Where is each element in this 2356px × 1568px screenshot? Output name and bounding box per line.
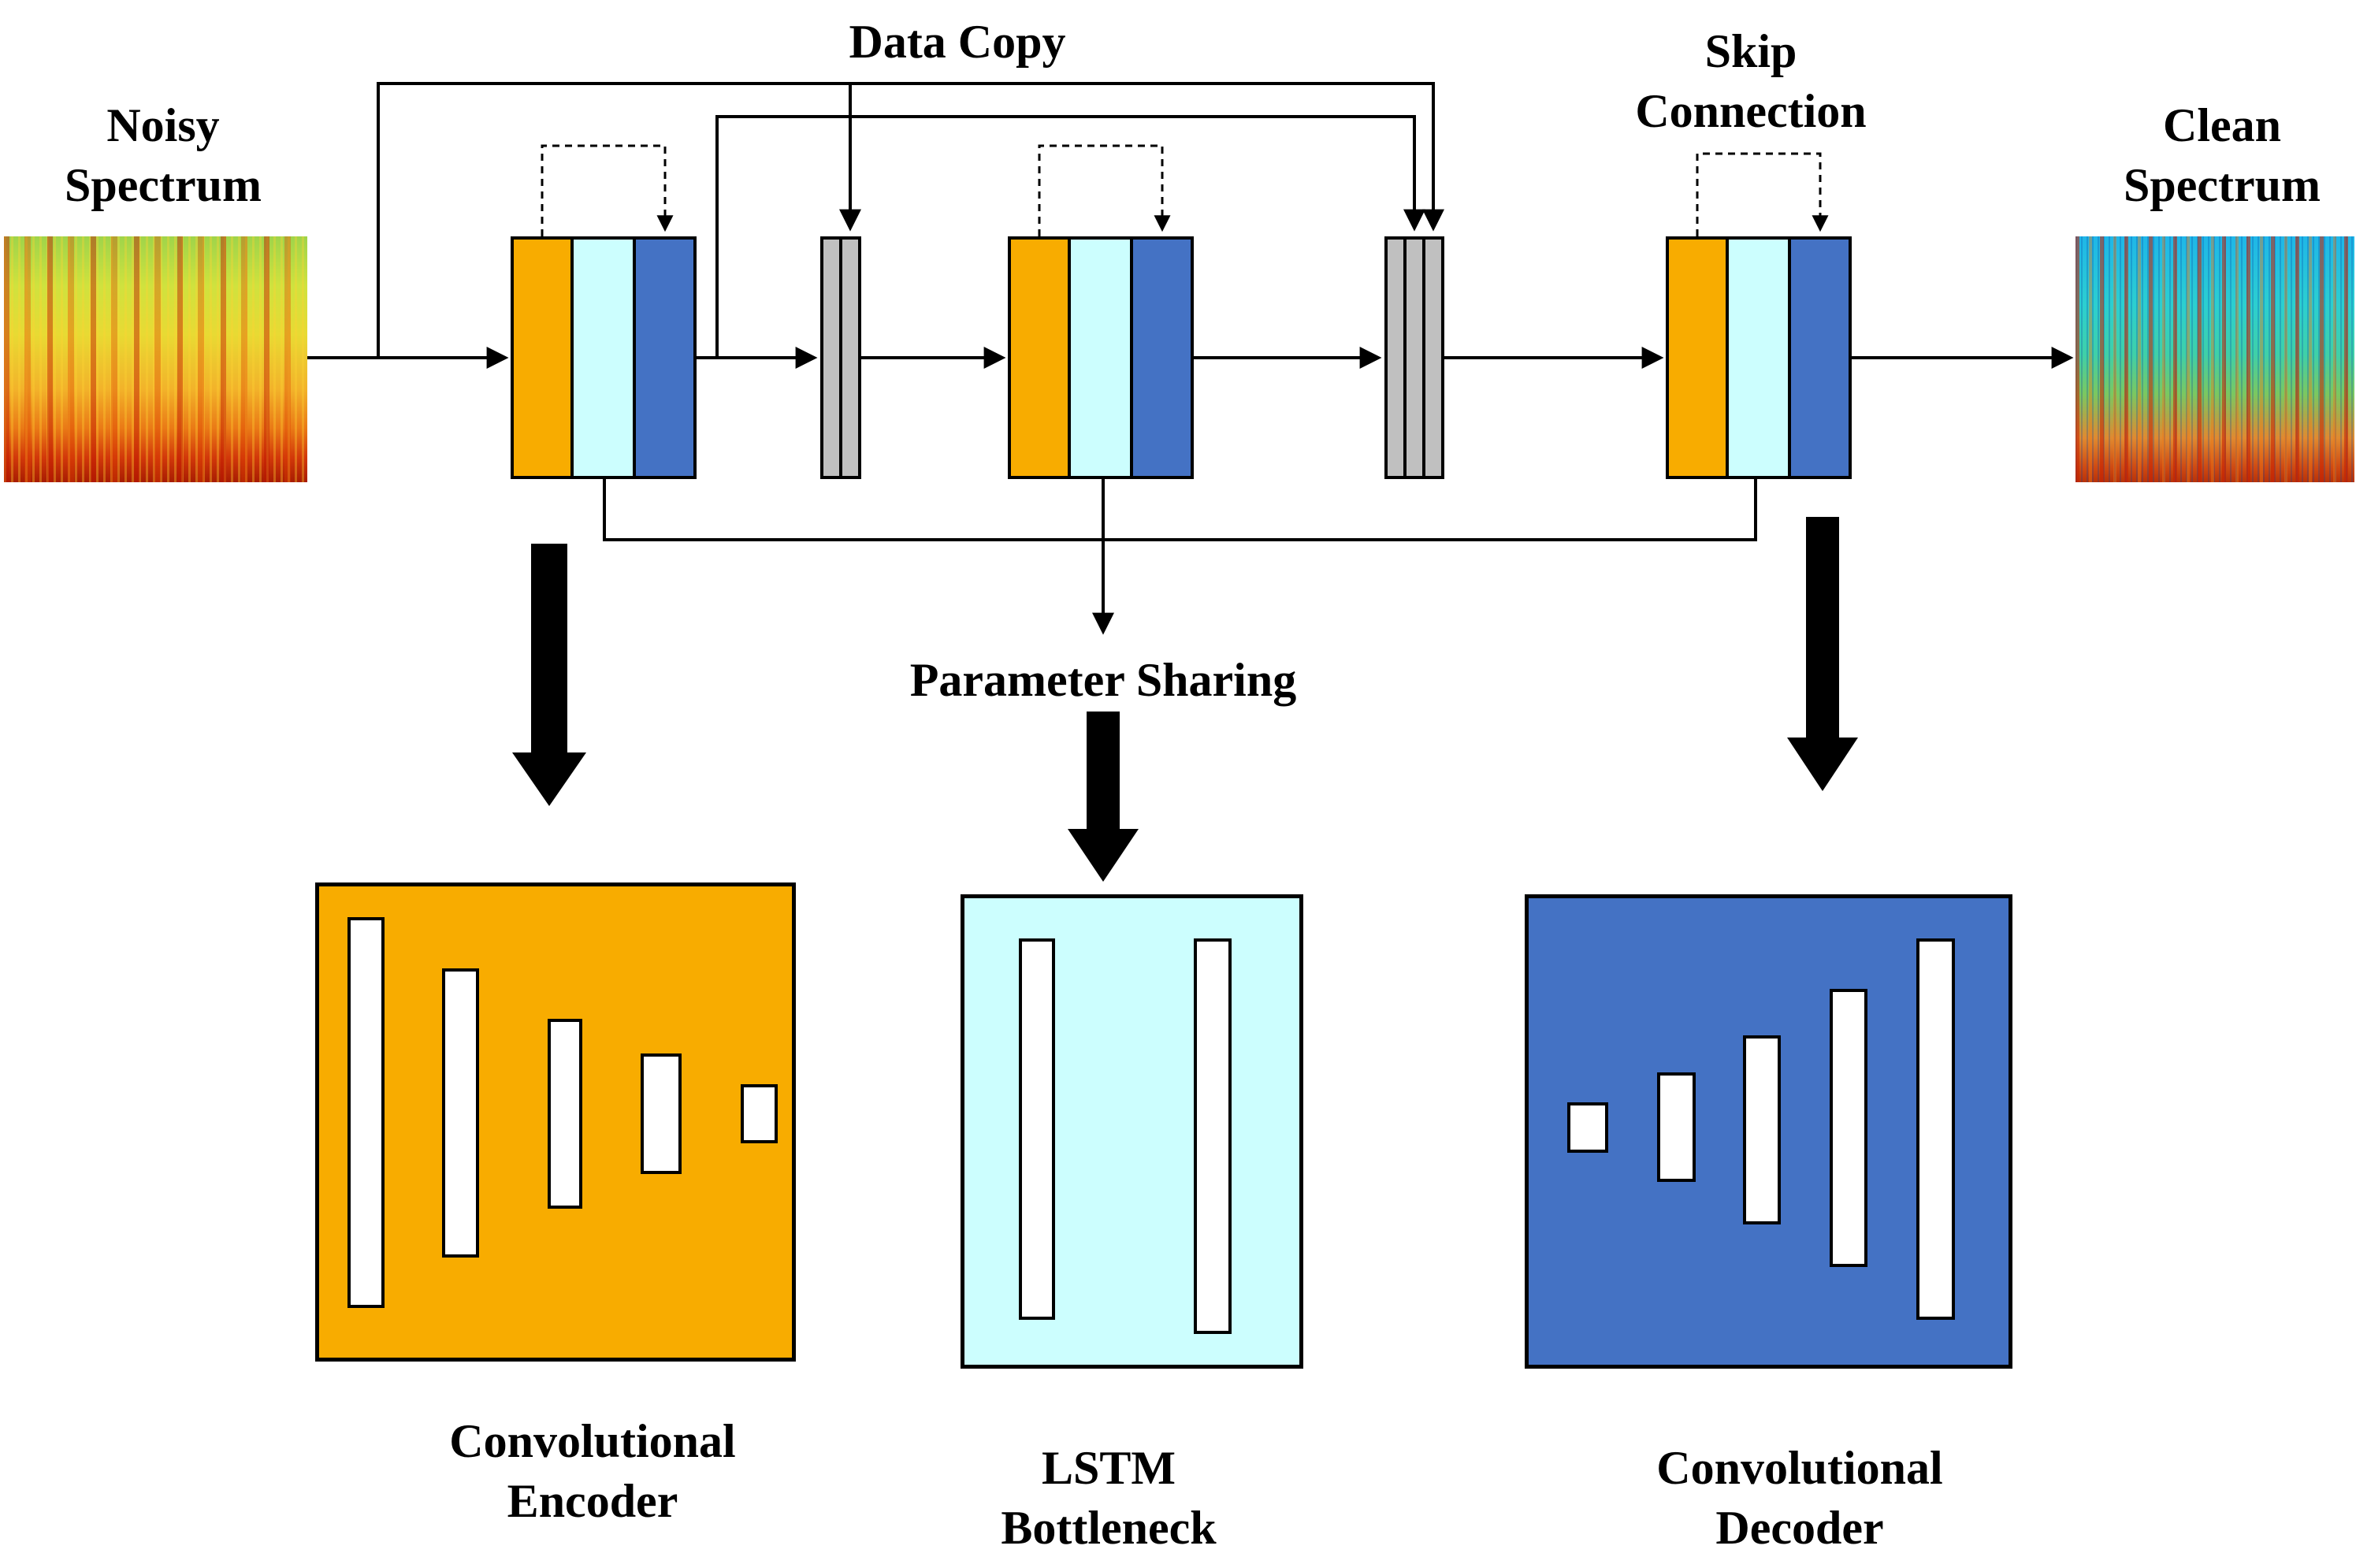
lstm-bottleneck-label: LSTM Bottleneck <box>1001 1439 1216 1558</box>
skip-connection-arrow-block1 <box>541 144 674 236</box>
noisy-spectrum-label-line1: Noisy <box>106 99 220 151</box>
decoder-layer-bar <box>1657 1072 1696 1182</box>
parameter-sharing-connector <box>603 479 1757 541</box>
skip-connection-label: Skip Connection <box>1635 22 1866 141</box>
lstm-stripe <box>1068 236 1133 479</box>
convolutional-encoder-label: Convolutional Encoder <box>449 1412 735 1531</box>
decoder-stripe <box>1788 236 1852 479</box>
convolutional-encoder-label-line2: Encoder <box>507 1474 678 1527</box>
encoder-stripe <box>1008 236 1071 479</box>
big-arrow-to-lstm-box <box>1068 712 1139 882</box>
decoder-layer-bar <box>1567 1102 1608 1153</box>
skip-connection-label-line1: Skip <box>1704 25 1797 77</box>
data-copy-line-from-input <box>377 82 1444 358</box>
lstm-bottleneck-label-line2: Bottleneck <box>1001 1501 1217 1554</box>
noisy-spectrum-label: Noisy Spectrum <box>65 96 262 215</box>
decoder-stripe <box>633 236 697 479</box>
encoder-layer-bar <box>641 1053 682 1174</box>
data-bar <box>839 236 861 479</box>
lstm-stripe <box>570 236 636 479</box>
encoder-layer-bar <box>442 968 479 1258</box>
data-bar <box>1384 236 1407 479</box>
noisy-spectrogram-image <box>4 236 307 482</box>
parameter-sharing-label-text: Parameter Sharing <box>909 654 1297 706</box>
lstm-bottleneck-label-line1: LSTM <box>1041 1442 1176 1494</box>
data-copy-line-from-block1 <box>715 115 1425 358</box>
lstm-layer-bar <box>1194 938 1232 1334</box>
encoder-layer-bar <box>347 917 385 1308</box>
convolutional-encoder-label-line1: Convolutional <box>449 1415 736 1467</box>
data-copy-bars-group-2 <box>1384 236 1444 479</box>
decoder-stripe <box>1130 236 1194 479</box>
data-copy-label: Data Copy <box>849 13 1065 72</box>
big-arrow-to-encoder-box <box>512 544 586 806</box>
skip-connection-arrow-block2 <box>1038 144 1171 236</box>
skip-connection-label-line2: Connection <box>1635 84 1867 137</box>
big-arrow-to-decoder-box <box>1787 517 1858 791</box>
data-bar <box>1422 236 1444 479</box>
lstm-layer-bar <box>1019 938 1055 1320</box>
clean-spectrum-label-line1: Clean <box>2163 99 2281 151</box>
lstm-bottleneck-box <box>961 894 1303 1369</box>
decoder-layer-bar <box>1743 1035 1781 1224</box>
convolutional-decoder-label-line1: Convolutional <box>1656 1442 1943 1494</box>
data-copy-bars-group-1 <box>820 236 861 479</box>
encoder-stripe <box>1666 236 1729 479</box>
clean-spectrogram-image <box>2075 236 2354 482</box>
convolutional-decoder-box <box>1525 894 2012 1369</box>
convolutional-encoder-box <box>315 882 796 1362</box>
encoder-layer-bar <box>548 1019 582 1209</box>
noisy-spectrum-label-line2: Spectrum <box>65 158 262 211</box>
lstm-stripe <box>1726 236 1791 479</box>
network-block-1 <box>511 236 697 479</box>
convolutional-decoder-label: Convolutional Decoder <box>1656 1439 1942 1558</box>
decoder-layer-bar <box>1916 938 1955 1320</box>
decoder-layer-bar <box>1830 989 1867 1267</box>
parameter-sharing-label: Parameter Sharing <box>910 651 1296 711</box>
network-block-3 <box>1666 236 1852 479</box>
clean-spectrum-label: Clean Spectrum <box>2124 96 2321 215</box>
clean-spectrum-label-line2: Spectrum <box>2124 158 2321 211</box>
skip-connection-arrow-block3 <box>1696 152 1829 236</box>
encoder-stripe <box>511 236 574 479</box>
data-copy-label-text: Data Copy <box>849 16 1066 68</box>
encoder-layer-bar <box>741 1084 778 1143</box>
network-block-2 <box>1008 236 1194 479</box>
convolutional-decoder-label-line2: Decoder <box>1715 1501 1884 1554</box>
